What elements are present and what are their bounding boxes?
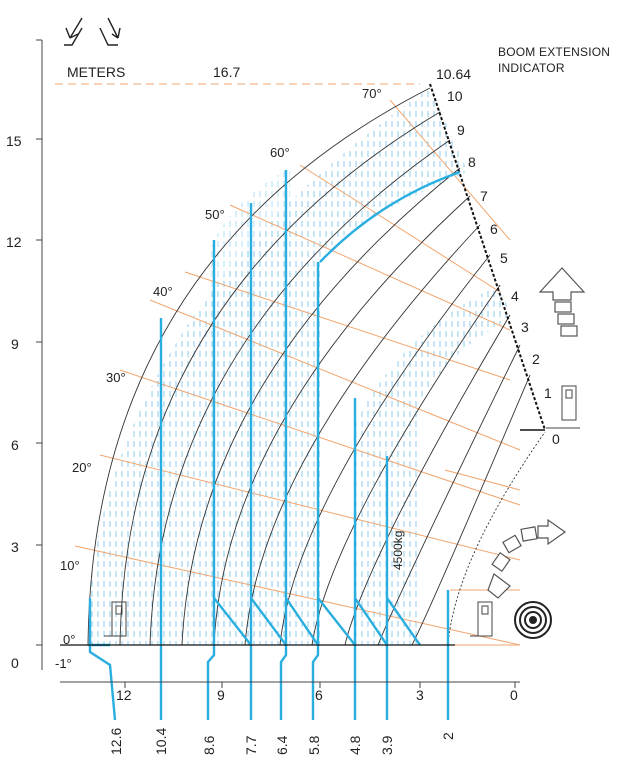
- fork-carriage-icon: [104, 385, 580, 637]
- svg-text:3: 3: [11, 539, 19, 555]
- svg-text:10.4: 10.4: [153, 728, 169, 755]
- svg-text:9: 9: [217, 687, 225, 703]
- svg-text:12: 12: [116, 687, 132, 703]
- boom-extension-line: [429, 83, 546, 431]
- svg-text:15: 15: [6, 133, 22, 149]
- svg-text:12: 12: [6, 234, 22, 250]
- extension-mark-labels: 0 1 2 3 4 5 6 7 8 9 10: [447, 88, 560, 447]
- svg-text:70°: 70°: [362, 86, 382, 101]
- svg-text:40°: 40°: [153, 284, 173, 299]
- svg-text:9: 9: [11, 336, 19, 352]
- max-reach-label: 16.7: [213, 64, 240, 80]
- angle-labels: -1° 0° 10° 20° 30° 40° 50° 60° 70°: [55, 86, 382, 671]
- reach-arcs: [87, 87, 546, 646]
- svg-text:6: 6: [490, 221, 498, 237]
- svg-text:12.6: 12.6: [108, 728, 124, 755]
- capacity-lines: [88, 170, 461, 721]
- svg-text:4: 4: [511, 288, 519, 304]
- extend-arrow-icon: [538, 267, 586, 337]
- svg-text:6.4: 6.4: [274, 735, 290, 755]
- svg-text:8.6: 8.6: [201, 735, 217, 755]
- svg-text:0°: 0°: [63, 632, 75, 647]
- svg-text:0: 0: [552, 431, 560, 447]
- load-label: 4500kg: [391, 531, 405, 570]
- svg-text:0: 0: [11, 655, 19, 671]
- rotation-arrow-icon: [487, 518, 567, 599]
- svg-text:20°: 20°: [72, 460, 92, 475]
- svg-text:6: 6: [11, 437, 19, 453]
- svg-text:10: 10: [447, 88, 463, 104]
- inner-capacity-zone: [352, 285, 512, 645]
- units-label: METERS: [67, 64, 125, 80]
- svg-text:-1°: -1°: [55, 656, 72, 671]
- boom-indicator-label-2: INDICATOR: [498, 61, 565, 75]
- svg-text:30°: 30°: [106, 370, 126, 385]
- horizontal-axis-labels: 12 9 6 3 0: [116, 687, 518, 703]
- svg-text:9: 9: [457, 122, 465, 138]
- svg-text:6: 6: [315, 687, 323, 703]
- svg-text:7: 7: [480, 188, 488, 204]
- svg-text:4.8: 4.8: [347, 735, 363, 755]
- bottom-reach-labels: 12.6 10.4 8.6 7.7 6.4 5.8 4.8 3.9 2: [108, 728, 456, 755]
- svg-text:7.7: 7.7: [243, 735, 259, 755]
- svg-text:8: 8: [468, 154, 476, 170]
- svg-text:2: 2: [440, 732, 456, 740]
- svg-text:5: 5: [500, 250, 508, 266]
- horizontal-axis: [60, 681, 520, 688]
- svg-text:3.9: 3.9: [379, 735, 395, 755]
- vertical-axis: [36, 39, 43, 670]
- svg-text:3: 3: [416, 687, 424, 703]
- vertical-axis-labels: 0 3 6 9 12 15: [6, 133, 22, 671]
- svg-text:0: 0: [510, 687, 518, 703]
- svg-text:10°: 10°: [60, 558, 80, 573]
- svg-text:2: 2: [532, 351, 540, 367]
- svg-text:60°: 60°: [270, 145, 290, 160]
- max-height-label: 10.64: [436, 66, 471, 82]
- svg-text:50°: 50°: [205, 207, 225, 222]
- svg-text:3: 3: [521, 319, 529, 335]
- down-arrows-icon: [64, 17, 121, 46]
- svg-text:1: 1: [544, 385, 552, 401]
- svg-text:5.8: 5.8: [306, 735, 322, 755]
- boom-indicator-label-1: BOOM EXTENSION: [498, 45, 610, 59]
- wheel-icon: [514, 601, 552, 639]
